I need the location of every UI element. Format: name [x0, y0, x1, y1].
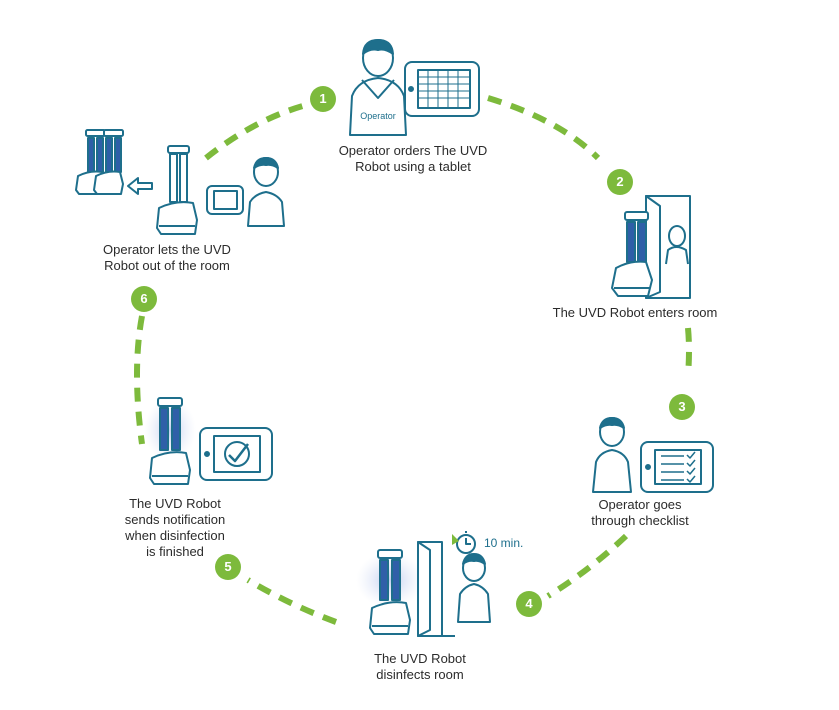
- step-1-caption: Operator orders The UVD Robot using a ta…: [318, 143, 508, 175]
- step-3-caption-line: Operator goes: [598, 497, 682, 512]
- robot-exiting-room-icon: [75, 129, 285, 235]
- step-4-caption-line: disinfects room: [376, 667, 464, 682]
- step-badge-3: 3: [669, 394, 695, 420]
- robot-entering-room-icon: [611, 195, 691, 299]
- operator-badge-text: Operator: [360, 111, 396, 121]
- step-4-caption-line: The UVD Robot: [374, 651, 466, 666]
- step-5-caption-line: sends notification: [124, 512, 226, 527]
- connector-6-1: [204, 101, 311, 161]
- operator-with-checklist-icon: [592, 417, 714, 493]
- step-badge-1: 1: [310, 86, 336, 112]
- connector-5-6: [134, 315, 145, 445]
- step-3-caption-line: through checklist: [591, 513, 689, 528]
- step-5-caption: The UVD Robot sends notification when di…: [100, 496, 250, 560]
- cycle-connectors: [134, 95, 692, 625]
- step-5-caption-line: is finished: [146, 544, 204, 559]
- operator-with-tablet-icon: [349, 39, 480, 136]
- step-badge-6: 6: [131, 286, 157, 312]
- connector-4-5: [246, 577, 338, 625]
- step-badge-4: 4: [516, 591, 542, 617]
- step-3-caption: Operator goes through checklist: [565, 497, 715, 529]
- step-badge-2: 2: [607, 169, 633, 195]
- timer-duration: 10 min.: [484, 536, 524, 550]
- robot-notification-icon: [144, 397, 273, 485]
- step-5-caption-line: when disinfection: [125, 528, 225, 543]
- step-6-caption-line: Robot out of the room: [104, 258, 230, 273]
- connector-2-3: [685, 327, 692, 376]
- step-1-caption-line: Robot using a tablet: [355, 159, 471, 174]
- step-badge-5: 5: [215, 554, 241, 580]
- robot-disinfecting-icon: [356, 531, 491, 637]
- step-6-caption: Operator lets the UVD Robot out of the r…: [72, 242, 262, 274]
- step-1-caption-line: Operator orders The UVD: [338, 143, 488, 158]
- step-5-caption-line: The UVD Robot: [129, 496, 221, 511]
- step-2-caption: The UVD Robot enters room: [530, 305, 740, 321]
- step-4-caption: The UVD Robot disinfects room: [345, 651, 495, 683]
- connector-3-4: [546, 533, 629, 599]
- step-6-caption-line: Operator lets the UVD: [103, 242, 231, 257]
- timer-accent: [452, 534, 459, 545]
- step-2-caption-line: The UVD Robot enters room: [552, 305, 718, 320]
